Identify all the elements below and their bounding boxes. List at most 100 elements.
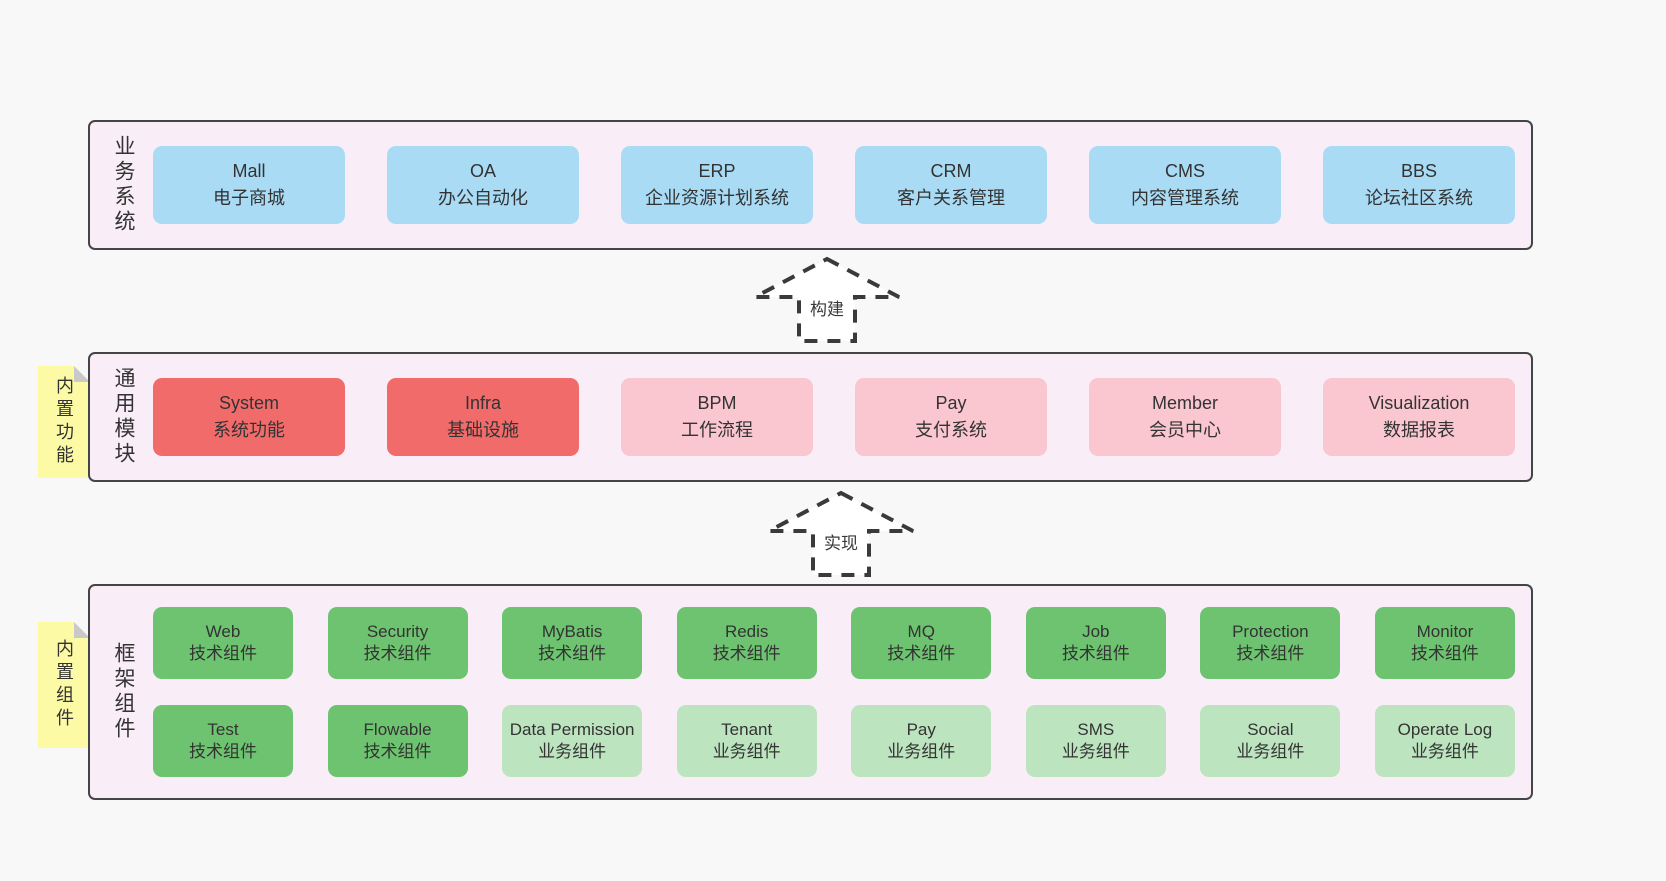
box-erp: ERP 企业资源计划系统 xyxy=(621,146,813,224)
box-mybatis: MyBatis 技术组件 xyxy=(502,607,643,679)
box-web: Web 技术组件 xyxy=(153,607,293,679)
box-name: Visualization xyxy=(1368,393,1470,413)
framework-box-row-1: Web 技术组件 Security 技术组件 MyBatis 技术组件 Redi… xyxy=(153,607,1515,679)
box-subtitle: 技术组件 xyxy=(363,644,432,663)
box-subtitle: 论坛社区系统 xyxy=(1365,188,1473,208)
box-test: Test 技术组件 xyxy=(153,705,293,777)
box-name: Tenant xyxy=(721,720,773,739)
box-name: Protection xyxy=(1232,622,1309,641)
framework-box-row-2: Test 技术组件 Flowable 技术组件 Data Permission … xyxy=(153,705,1515,777)
box-subtitle: 技术组件 xyxy=(189,742,257,761)
implement-arrow-label: 实现 xyxy=(821,529,861,554)
box-subtitle: 办公自动化 xyxy=(438,188,528,208)
box-subtitle: 会员中心 xyxy=(1149,420,1221,440)
box-data-permission: Data Permission 业务组件 xyxy=(502,705,643,777)
box-oa: OA 办公自动化 xyxy=(387,146,579,224)
box-social: Social 业务组件 xyxy=(1200,705,1341,777)
box-name: Member xyxy=(1151,393,1218,413)
sticky-note-label: 内置组件 xyxy=(54,639,74,731)
box-system: System 系统功能 xyxy=(153,378,345,456)
box-name: CMS xyxy=(1165,161,1205,181)
box-protection: Protection 技术组件 xyxy=(1200,607,1341,679)
box-subtitle: 企业资源计划系统 xyxy=(645,188,789,208)
box-subtitle: 支付系统 xyxy=(915,420,987,440)
box-security: Security 技术组件 xyxy=(327,607,468,679)
box-name: Pay xyxy=(906,720,936,739)
band-business-systems: 业务系统 Mall 电子商城 OA 办公自动化 ERP 企业资源计划系统 CRM… xyxy=(88,120,1533,250)
box-subtitle: 工作流程 xyxy=(681,420,753,440)
box-redis: Redis 技术组件 xyxy=(676,607,817,679)
box-subtitle: 客户关系管理 xyxy=(897,188,1005,208)
box-name: Data Permission xyxy=(509,720,635,739)
box-monitor: Monitor 技术组件 xyxy=(1374,607,1515,679)
box-name: BPM xyxy=(697,393,737,413)
box-name: Mall xyxy=(232,161,266,181)
box-pay: Pay 支付系统 xyxy=(855,378,1047,456)
box-infra: Infra 基础设施 xyxy=(387,378,579,456)
band-framework-components: 框架组件 Web 技术组件 Security 技术组件 MyBatis 技术组件… xyxy=(88,584,1533,800)
box-name: Infra xyxy=(464,393,502,413)
box-subtitle: 技术组件 xyxy=(1061,644,1130,663)
box-operate-log: Operate Log 业务组件 xyxy=(1374,705,1515,777)
box-subtitle: 电子商城 xyxy=(213,188,285,208)
sticky-note-builtin-features: 内置功能 xyxy=(38,366,90,478)
box-name: CRM xyxy=(930,161,972,181)
box-name: Operate Log xyxy=(1397,720,1493,739)
band-title-framework: 框架组件 xyxy=(112,642,135,742)
box-subtitle: 业务组件 xyxy=(1410,742,1479,761)
box-mq: MQ 技术组件 xyxy=(851,607,992,679)
box-name: MyBatis xyxy=(541,622,603,641)
business-box-row: Mall 电子商城 OA 办公自动化 ERP 企业资源计划系统 CRM 客户关系… xyxy=(153,146,1515,224)
box-name: OA xyxy=(469,161,496,181)
box-visualization: Visualization 数据报表 xyxy=(1323,378,1515,456)
box-sms: SMS 业务组件 xyxy=(1025,705,1166,777)
band-common-modules: 通用模块 System 系统功能 Infra 基础设施 BPM 工作流程 Pay… xyxy=(88,352,1533,482)
box-tenant: Tenant 业务组件 xyxy=(676,705,817,777)
sticky-note-builtin-components: 内置组件 xyxy=(38,622,90,748)
box-subtitle: 业务组件 xyxy=(712,742,781,761)
box-name: Job xyxy=(1082,622,1110,641)
box-flowable: Flowable 技术组件 xyxy=(327,705,468,777)
box-subtitle: 技术组件 xyxy=(887,644,956,663)
box-subtitle: 技术组件 xyxy=(363,742,432,761)
box-pay-biz: Pay 业务组件 xyxy=(851,705,992,777)
box-name: Redis xyxy=(724,622,769,641)
box-subtitle: 技术组件 xyxy=(1236,644,1305,663)
box-subtitle: 技术组件 xyxy=(712,644,781,663)
box-name: Test xyxy=(207,720,239,739)
build-arrow: 构建 xyxy=(752,256,902,344)
box-subtitle: 业务组件 xyxy=(538,742,607,761)
implement-arrow: 实现 xyxy=(766,490,916,578)
box-mall: Mall 电子商城 xyxy=(153,146,345,224)
box-subtitle: 系统功能 xyxy=(213,420,285,440)
box-subtitle: 内容管理系统 xyxy=(1131,188,1239,208)
box-subtitle: 业务组件 xyxy=(1061,742,1130,761)
box-name: BBS xyxy=(1400,161,1438,181)
sticky-note-label: 内置功能 xyxy=(54,376,74,468)
box-name: Security xyxy=(366,622,429,641)
box-name: SMS xyxy=(1077,720,1115,739)
band-title-business: 业务系统 xyxy=(112,135,135,235)
box-name: Pay xyxy=(935,393,967,413)
box-crm: CRM 客户关系管理 xyxy=(855,146,1047,224)
box-name: System xyxy=(218,393,279,413)
build-arrow-label: 构建 xyxy=(807,295,847,320)
box-subtitle: 技术组件 xyxy=(1410,644,1479,663)
box-subtitle: 基础设施 xyxy=(447,420,519,440)
box-subtitle: 技术组件 xyxy=(189,644,257,663)
box-cms: CMS 内容管理系统 xyxy=(1089,146,1281,224)
box-name: MQ xyxy=(907,622,935,641)
common-box-row: System 系统功能 Infra 基础设施 BPM 工作流程 Pay 支付系统… xyxy=(153,378,1515,456)
box-job: Job 技术组件 xyxy=(1025,607,1166,679)
box-bbs: BBS 论坛社区系统 xyxy=(1323,146,1515,224)
framework-rows: Web 技术组件 Security 技术组件 MyBatis 技术组件 Redi… xyxy=(144,607,1531,777)
box-name: ERP xyxy=(698,161,736,181)
box-member: Member 会员中心 xyxy=(1089,378,1281,456)
box-name: Social xyxy=(1247,720,1294,739)
band-title-common: 通用模块 xyxy=(112,367,135,467)
box-subtitle: 数据报表 xyxy=(1383,420,1455,440)
box-name: Monitor xyxy=(1416,622,1474,641)
box-name: Web xyxy=(205,622,241,641)
box-bpm: BPM 工作流程 xyxy=(621,378,813,456)
